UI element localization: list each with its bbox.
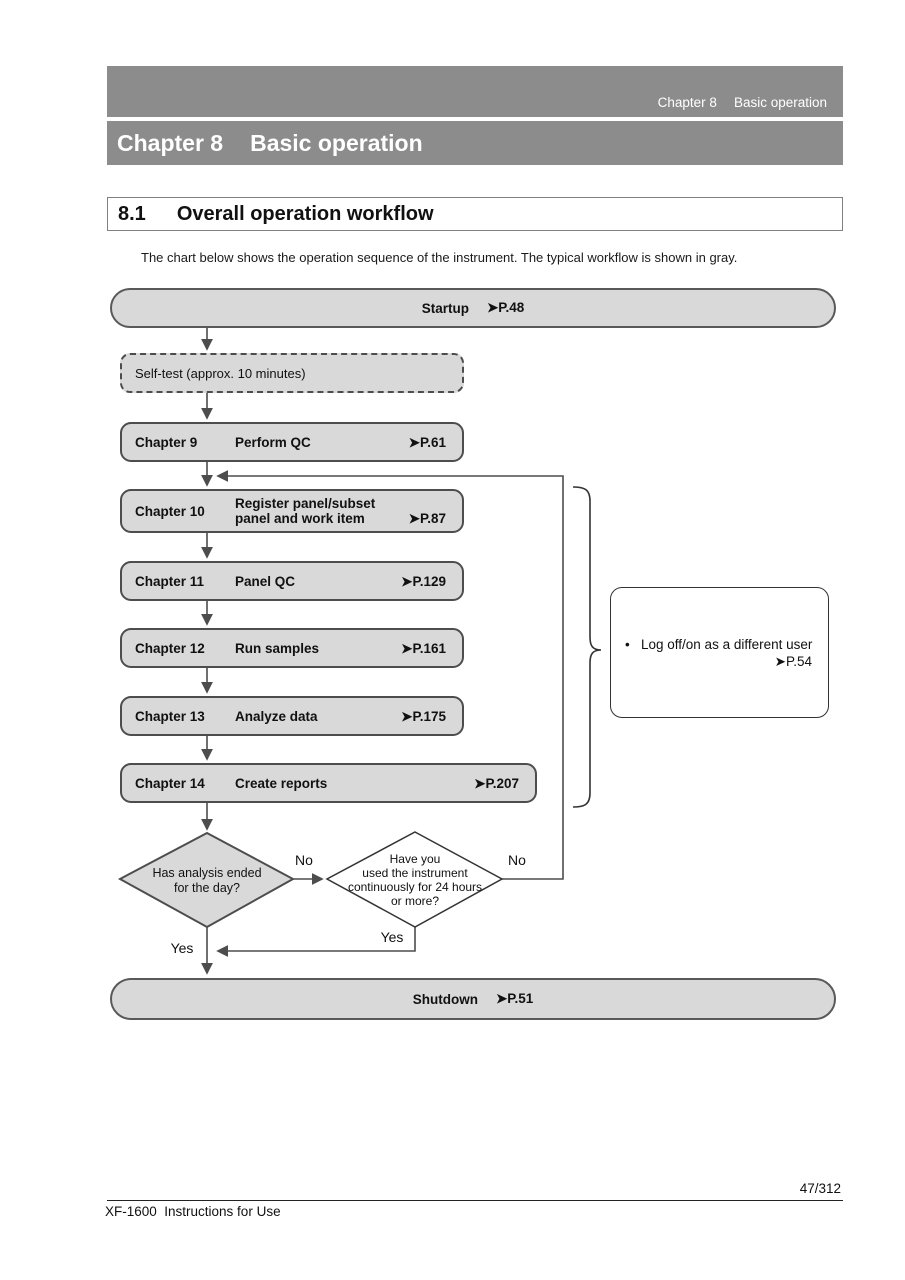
side-note-label: Log off/on as a different user (641, 636, 813, 652)
section-title: Overall operation workflow (176, 202, 434, 225)
step-title: Panel QC (235, 573, 296, 589)
label-yes-analysis: Yes (170, 940, 194, 956)
self-test-node: Self-test (approx. 10 minutes) (120, 353, 464, 393)
step-title: Perform QC (235, 434, 311, 450)
startup-page-ref[interactable]: ➤P.48 (486, 300, 525, 315)
side-note-page-ref[interactable]: ➤P.54 (774, 653, 812, 669)
step-register-panel: Chapter 10 Register panel/subset panel a… (120, 489, 464, 533)
intro-text: The chart below shows the operation sequ… (141, 250, 738, 265)
step-perform-qc: Chapter 9 Perform QC ➤P.61 (120, 422, 464, 462)
section-number: 8.1 (118, 202, 146, 225)
running-header-chapter: Chapter 8 (657, 95, 717, 110)
step-create-reports: Chapter 14 Create reports ➤P.207 (120, 763, 537, 803)
decision-24h-text: Have you used the instrument continuousl… (347, 852, 483, 908)
chapter-banner-number: Chapter 8 (117, 129, 224, 156)
arrow-feedback-loop (216, 470, 564, 880)
shutdown-page-ref[interactable]: ➤P.51 (495, 991, 534, 1006)
running-header-title: Basic operation (733, 95, 827, 110)
step-title: Run samples (235, 640, 320, 656)
decision-analysis-text: Has analysis ended for the day? (152, 866, 262, 895)
step-chapter: Chapter 9 (135, 434, 198, 450)
step-run-samples: Chapter 12 Run samples ➤P.161 (120, 628, 464, 668)
bullet-icon: • (625, 636, 630, 652)
section-heading: 8.1 Overall operation workflow (107, 197, 843, 231)
step-page-ref[interactable]: ➤P.61 (408, 434, 446, 450)
step-analyze-data: Chapter 13 Analyze data ➤P.175 (120, 696, 464, 736)
step-page-ref[interactable]: ➤P.129 (401, 573, 446, 589)
shutdown-node: Shutdown ➤P.51 (110, 978, 836, 1020)
chapter-banner-title: Basic operation (250, 129, 423, 156)
chapter-banner: Chapter 8 Basic operation (107, 121, 843, 165)
step-page-ref[interactable]: ➤P.175 (401, 708, 446, 724)
label-yes-24h: Yes (380, 929, 404, 945)
step-page-ref[interactable]: ➤P.87 (408, 511, 446, 526)
document-title: XF-1600 Instructions for Use (105, 1204, 281, 1219)
label-no-analysis: No (295, 852, 313, 868)
running-header-bar: Chapter 8 Basic operation (107, 66, 843, 117)
startup-label: Startup (421, 300, 469, 316)
brace (572, 486, 602, 808)
step-title: Analyze data (235, 708, 318, 724)
step-chapter: Chapter 14 (135, 775, 205, 791)
step-chapter: Chapter 13 (135, 708, 205, 724)
step-title: Register panel/subset panel and work ite… (235, 496, 376, 526)
label-no-24h: No (508, 852, 526, 868)
step-panel-qc: Chapter 11 Panel QC ➤P.129 (120, 561, 464, 601)
startup-node: Startup ➤P.48 (110, 288, 836, 328)
page-number: 47/312 (799, 1181, 841, 1196)
step-chapter: Chapter 11 (135, 573, 205, 589)
step-chapter: Chapter 12 (135, 640, 205, 656)
side-note-box: • Log off/on as a different user ➤P.54 (610, 587, 829, 718)
shutdown-label: Shutdown (412, 991, 478, 1007)
footer-rule (107, 1200, 843, 1201)
step-page-ref[interactable]: ➤P.207 (474, 775, 519, 791)
self-test-label: Self-test (approx. 10 minutes) (135, 365, 306, 381)
step-title: Create reports (235, 775, 328, 791)
step-chapter: Chapter 10 (135, 503, 205, 519)
step-page-ref[interactable]: ➤P.161 (401, 640, 446, 656)
